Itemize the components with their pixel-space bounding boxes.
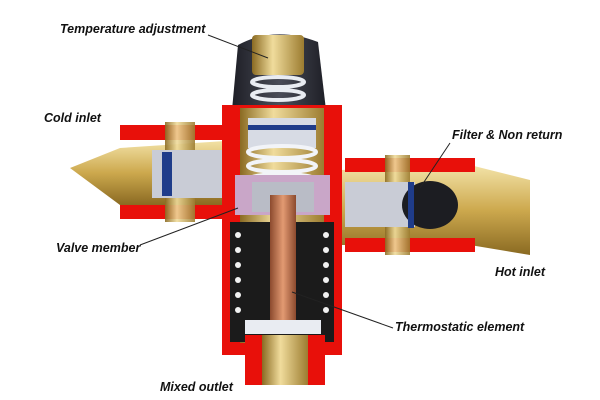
label-thermostatic-element: Thermostatic element [395, 320, 525, 334]
label-cold-inlet: Cold inlet [44, 111, 101, 125]
label-mixed-outlet: Mixed outlet [160, 380, 233, 394]
thermostatic-element [270, 195, 296, 320]
return-spring [235, 232, 329, 313]
label-valve-member: Valve member [56, 241, 141, 255]
label-temperature-adjustment: Temperature adjustment [60, 22, 206, 36]
leader-valve-member [139, 207, 239, 246]
leader-temperature-adjustment [207, 34, 269, 59]
leader-thermostatic-element [291, 291, 394, 329]
cold-inlet-body [70, 122, 240, 222]
label-filter-non-return: Filter & Non return [452, 128, 563, 142]
hot-inlet-body [340, 155, 530, 255]
leader-lines [139, 34, 451, 329]
adjustment-knob [252, 35, 304, 75]
label-hot-inlet: Hot inlet [495, 265, 545, 279]
mixed-outlet-pipe [262, 335, 308, 385]
leader-filter [419, 142, 451, 189]
filter-ball [402, 181, 458, 229]
adjustment-spring [250, 75, 306, 102]
central-body [222, 105, 342, 385]
